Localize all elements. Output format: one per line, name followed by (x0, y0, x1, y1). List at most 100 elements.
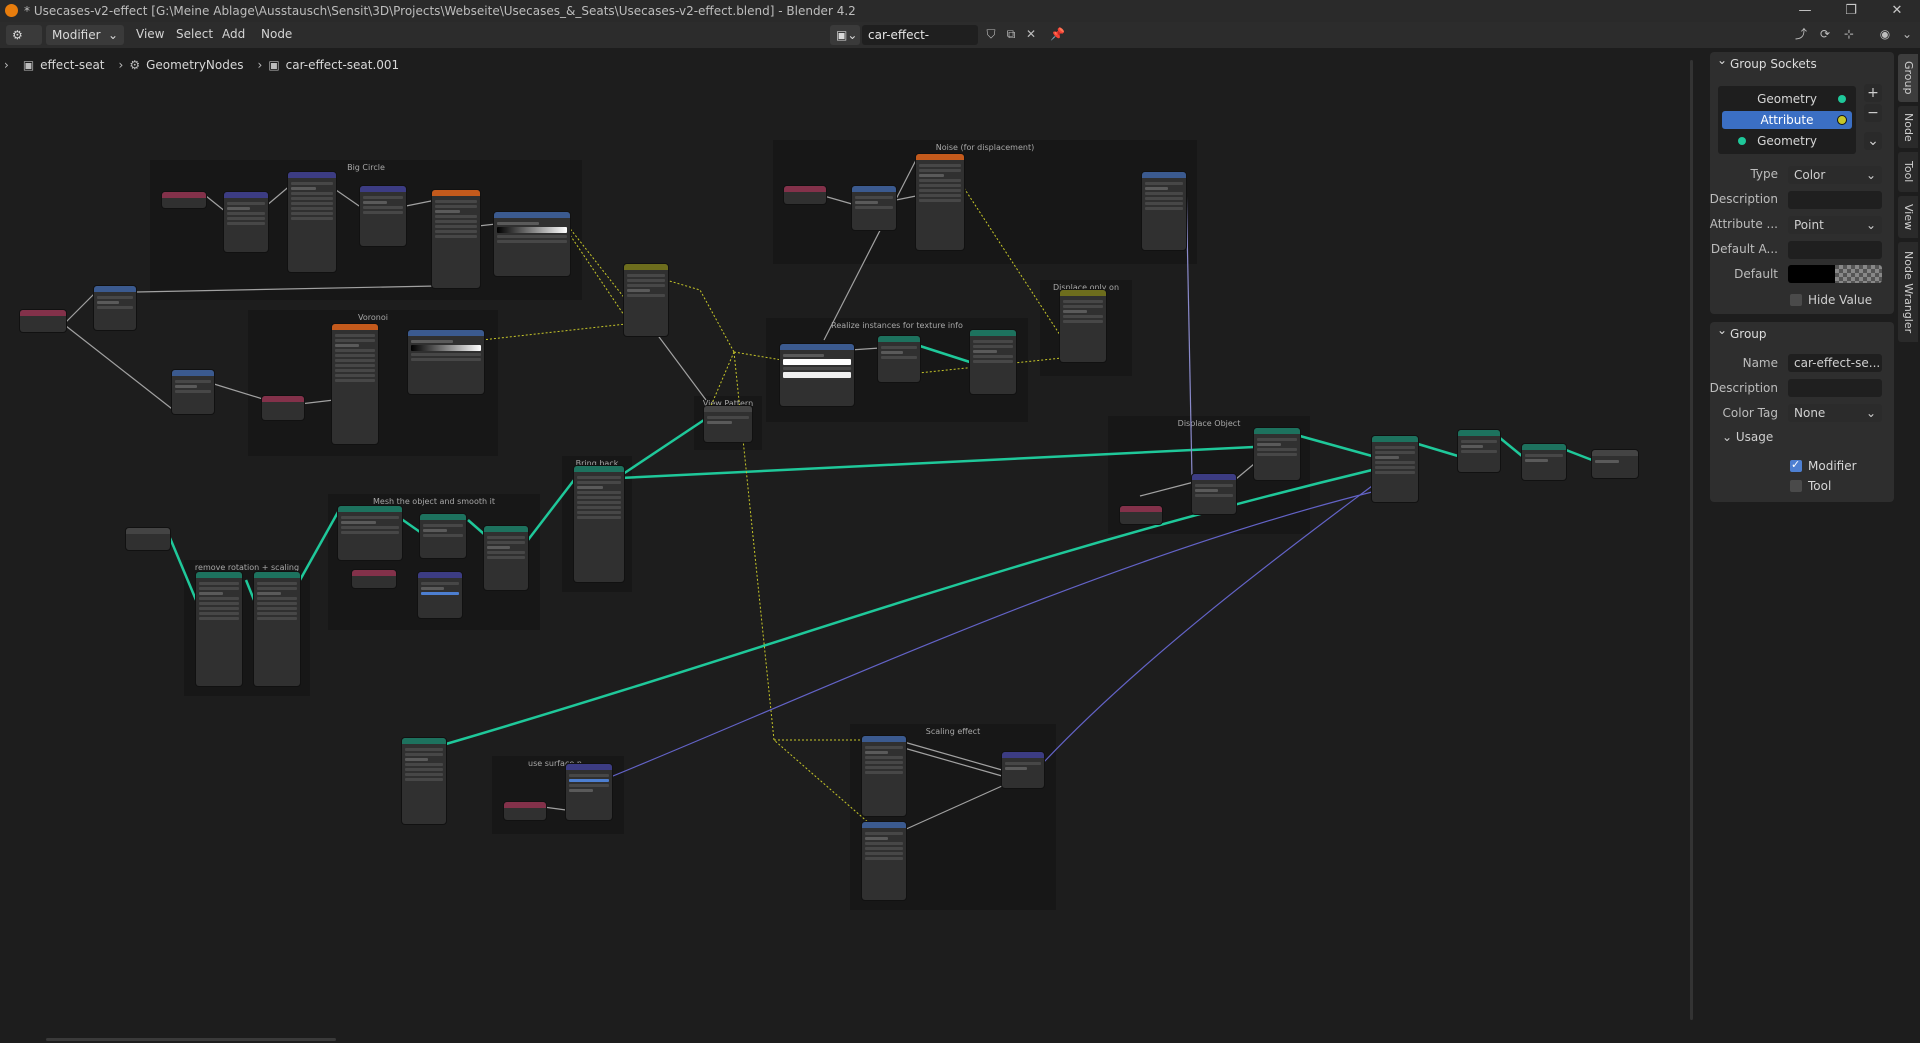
node-set-position[interactable] (1254, 428, 1300, 480)
tab-view[interactable]: View (1898, 196, 1918, 238)
node-map-range[interactable] (862, 736, 906, 816)
node-multiply[interactable] (94, 286, 136, 330)
fake-user-shield-icon[interactable]: ⛉ (986, 27, 996, 41)
menu-add[interactable]: Add (222, 27, 246, 41)
node-normal[interactable] (504, 802, 546, 820)
usage-subpanel-header[interactable]: ⌄ Usage (1722, 430, 1774, 444)
node-add[interactable] (224, 192, 268, 252)
node-group-output[interactable] (1592, 450, 1638, 478)
tab-tool[interactable]: Tool (1898, 152, 1918, 192)
menu-select[interactable]: Select (176, 27, 214, 41)
snap-icon[interactable]: ⟳ (1819, 27, 1831, 41)
node-multiply-vector[interactable] (1192, 474, 1236, 514)
node-position[interactable] (352, 570, 396, 588)
float-link (299, 399, 335, 405)
node-vector-rotate[interactable] (288, 172, 336, 272)
hide-value-checkbox[interactable] (1790, 294, 1802, 306)
vertical-scrollbar[interactable] (1690, 60, 1693, 1020)
maximize-button[interactable]: ❐ (1845, 3, 1857, 18)
node-noise-texture[interactable] (916, 154, 964, 250)
minimize-button[interactable]: — (1798, 3, 1812, 18)
tool-usage-checkbox[interactable] (1790, 480, 1802, 492)
close-button[interactable]: ✕ (1891, 3, 1903, 18)
float-link (895, 195, 917, 201)
attribute-domain-dropdown[interactable]: Point⌄ (1788, 216, 1882, 234)
node-align-euler-to-vector[interactable] (566, 764, 612, 820)
float-link (823, 195, 853, 205)
socket-specials-button[interactable]: ⌄ (1864, 132, 1882, 150)
breadcrumb-modifier[interactable]: GeometryNodes (146, 58, 244, 72)
node-transform-geometry[interactable] (254, 572, 300, 686)
node-color-ramp[interactable] (494, 212, 570, 276)
tab-node-wrangler[interactable]: Node Wrangler (1898, 242, 1918, 342)
socket-item-attribute[interactable]: Attribute (1722, 111, 1852, 129)
node-color-bridge[interactable] (624, 264, 668, 336)
node-tree-browse-button[interactable]: ▣⌄ (830, 25, 860, 45)
node-multiply[interactable] (852, 186, 896, 230)
geometry-link (527, 479, 575, 541)
frame-label: Big Circle (347, 163, 385, 172)
node-cylinder[interactable] (402, 738, 446, 824)
node-mesh-to-volume[interactable] (338, 506, 402, 560)
node-store-named-attribute[interactable] (970, 330, 1016, 394)
overlays-icon[interactable]: ◉ (1879, 27, 1891, 41)
tab-group[interactable]: Group (1898, 54, 1918, 102)
default-attribute-field[interactable] (1788, 241, 1882, 259)
duplicate-icon[interactable]: ⧉ (1006, 27, 1016, 41)
group-header[interactable]: Group (1710, 318, 1894, 346)
overlay-options-chevron-icon[interactable]: ⌄ (1901, 27, 1913, 41)
node-set-shade-smooth[interactable] (1458, 430, 1500, 472)
group-name-field[interactable]: car-effect-se... (1788, 354, 1882, 372)
remove-socket-button[interactable]: − (1864, 104, 1882, 122)
node-multiply[interactable] (360, 186, 406, 246)
node-volume-to-mesh[interactable] (420, 514, 466, 558)
description-field[interactable] (1788, 191, 1882, 209)
breadcrumb-object[interactable]: effect-seat (40, 58, 105, 72)
pin-icon[interactable]: 📌 (1050, 27, 1065, 41)
menu-node[interactable]: Node (261, 27, 293, 41)
tab-node[interactable]: Node (1898, 106, 1918, 148)
hide-value-label: Hide Value (1808, 293, 1873, 307)
socket-item-geometry-input[interactable]: Geometry (1722, 90, 1852, 108)
node-set-material[interactable] (1522, 444, 1566, 480)
menu-view[interactable]: View (136, 27, 165, 41)
snapping-options-icon[interactable]: ⊹ (1843, 27, 1855, 41)
unlink-icon[interactable]: ✕ (1025, 27, 1037, 41)
node-color-ramp[interactable] (780, 344, 854, 406)
add-socket-button[interactable]: + (1864, 84, 1882, 102)
type-dropdown[interactable]: Color⌄ (1788, 166, 1882, 184)
node-transform-geometry[interactable] (574, 466, 624, 582)
node-wave-texture[interactable] (432, 190, 480, 288)
node-map-range[interactable] (1142, 172, 1186, 250)
node-set-position[interactable] (484, 526, 528, 590)
node-transform-geometry[interactable] (196, 572, 242, 686)
breadcrumb: › ▣ effect-seat › ⚙ GeometryNodes › ▣ ca… (0, 55, 399, 75)
node-scene-time[interactable] (784, 186, 826, 204)
geometry-link (1499, 437, 1523, 457)
node-position[interactable] (162, 192, 206, 208)
node-map-range[interactable] (862, 822, 906, 900)
node-scene-time[interactable] (20, 310, 66, 332)
node-multiply[interactable] (172, 370, 214, 414)
node-instance-on-points[interactable] (1372, 436, 1418, 502)
socket-item-geometry-output[interactable]: Geometry (1722, 132, 1852, 150)
default-color-swatch[interactable] (1788, 265, 1882, 283)
group-description-field[interactable] (1788, 379, 1882, 397)
modifier-usage-checkbox[interactable] (1790, 458, 1802, 472)
breadcrumb-node-tree[interactable]: car-effect-seat.001 (285, 58, 400, 72)
node-voronoi-texture[interactable] (332, 324, 378, 444)
group-sockets-header[interactable]: Group Sockets (1710, 48, 1894, 76)
node-group-input[interactable] (126, 528, 170, 550)
parent-node-tree-icon[interactable]: ⤴ (1794, 27, 1807, 41)
node-normal[interactable] (1120, 506, 1162, 524)
node-value[interactable] (262, 396, 304, 420)
horizontal-scrollbar[interactable] (46, 1038, 336, 1041)
editor-mode-dropdown[interactable]: Modifier⌄ (46, 25, 124, 45)
color-tag-dropdown[interactable]: None⌄ (1788, 404, 1882, 422)
node-view-pattern[interactable] (704, 406, 752, 442)
node-color-mix[interactable] (1060, 290, 1106, 362)
node-combine-xyz[interactable] (1002, 752, 1044, 788)
node-multiply-vector[interactable] (418, 572, 462, 618)
node-realize-instances[interactable] (878, 336, 920, 382)
node-color-ramp[interactable] (408, 330, 484, 394)
